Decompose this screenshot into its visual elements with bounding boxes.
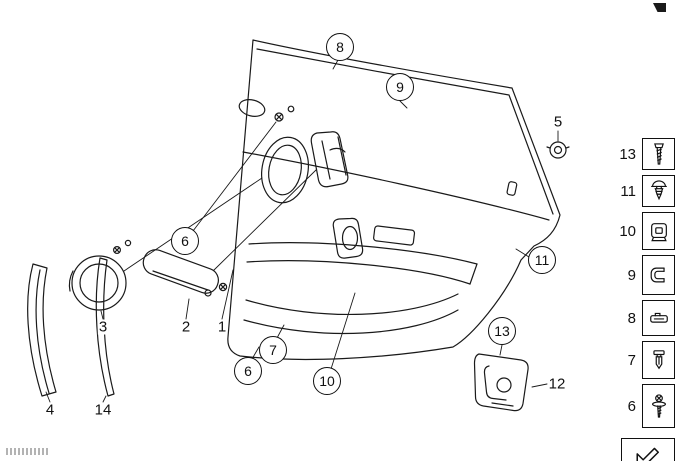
trim-strip-part14-drawing	[95, 239, 132, 397]
callout-6-lower[interactable]: 6	[234, 357, 262, 385]
part-label-12[interactable]: 12	[547, 375, 567, 393]
prev-diagram-arrow-icon	[621, 438, 675, 461]
screw-washer-icon	[642, 384, 675, 428]
legend-item-13[interactable]: 13	[618, 138, 675, 170]
legend-number: 9	[627, 266, 636, 284]
legend-item-8[interactable]: 8	[618, 300, 675, 336]
part-label-14[interactable]: 14	[93, 401, 113, 419]
footer-code-mark	[6, 448, 48, 455]
callout-8[interactable]: 8	[326, 33, 354, 61]
screw-detail-drawing	[218, 282, 228, 292]
legend-number: 13	[619, 145, 636, 163]
callout-6-upper[interactable]: 6	[171, 227, 199, 255]
prev-diagram-button[interactable]	[621, 433, 675, 461]
fastener-legend: 13 11	[618, 138, 675, 461]
clip-nut-icon	[642, 212, 675, 250]
callout-13[interactable]: 13	[488, 317, 516, 345]
legend-number: 10	[619, 222, 636, 240]
legend-number: 6	[627, 397, 636, 415]
callout-11[interactable]: 11	[528, 246, 556, 274]
part-label-1[interactable]: 1	[216, 318, 228, 336]
legend-item-11[interactable]: 11	[618, 175, 675, 207]
legend-item-7[interactable]: 7	[618, 341, 675, 379]
callout-9[interactable]: 9	[386, 73, 414, 101]
part-label-5[interactable]: 5	[552, 113, 564, 131]
part-label-3[interactable]: 3	[97, 318, 109, 336]
part-label-4[interactable]: 4	[44, 401, 56, 419]
callout-7[interactable]: 7	[259, 336, 287, 364]
legend-item-6[interactable]: 6	[618, 384, 675, 428]
legend-item-10[interactable]: 10	[618, 212, 675, 250]
leader-lines	[45, 59, 559, 403]
flat-clip-icon	[642, 300, 675, 336]
legend-item-9[interactable]: 9	[618, 255, 675, 295]
speaker-ring-part3-drawing	[68, 255, 127, 311]
legend-number: 7	[627, 351, 636, 369]
corner-mark	[653, 3, 666, 12]
grommet-part5-drawing	[546, 141, 570, 159]
spring-clip-icon	[642, 255, 675, 295]
part-label-2[interactable]: 2	[180, 318, 192, 336]
bracket-part12-drawing	[473, 353, 529, 412]
legend-number: 8	[627, 309, 636, 327]
door-trim-panel-drawing	[227, 39, 561, 361]
expansion-rivet-icon	[642, 175, 675, 207]
callout-10[interactable]: 10	[313, 367, 341, 395]
legend-number: 11	[620, 182, 636, 200]
trim-strip-part4-drawing	[27, 263, 57, 397]
push-rivet-icon	[642, 341, 675, 379]
screw-icon	[642, 138, 675, 170]
door-pull-part2-drawing	[142, 249, 219, 297]
